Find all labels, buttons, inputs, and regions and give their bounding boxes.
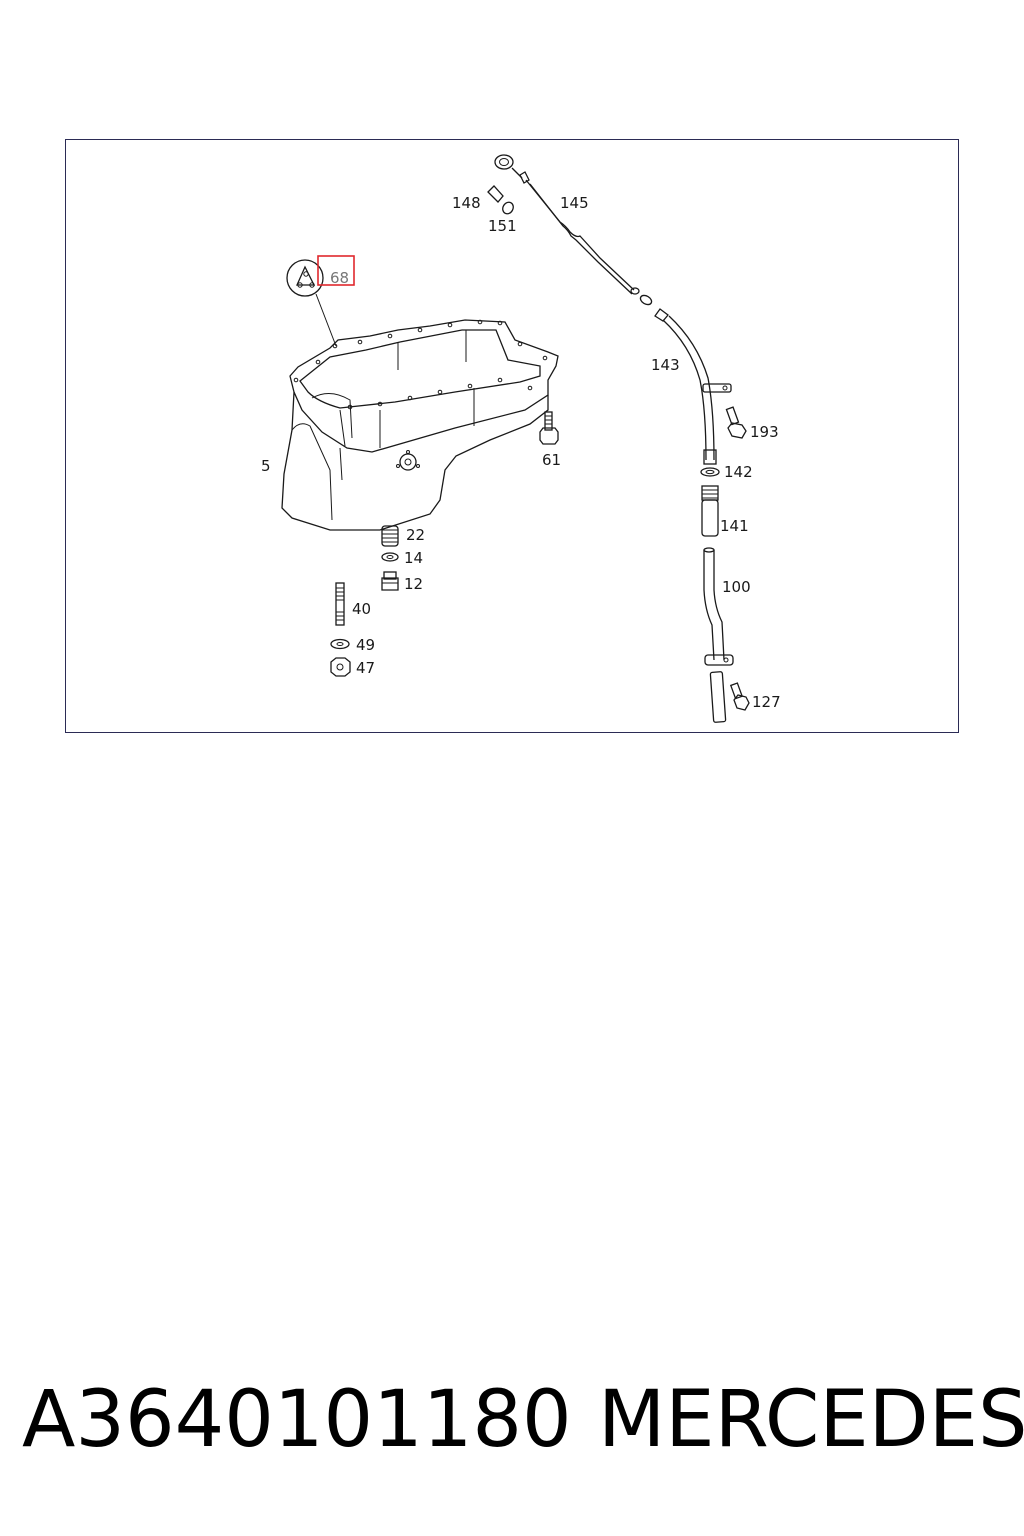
part-number: A3640101180 <box>22 1375 572 1465</box>
callout-12: 12 <box>404 575 423 593</box>
callout-5: 5 <box>261 457 271 475</box>
callout-145: 145 <box>560 194 589 212</box>
callout-151: 151 <box>488 217 517 235</box>
bolt-127-drawing <box>729 682 750 711</box>
drain-plug-stack-drawing <box>381 525 399 591</box>
flange-holes <box>293 319 548 410</box>
callout-193: 193 <box>750 423 779 441</box>
callout-143: 143 <box>651 356 680 374</box>
footer: A3640101180 MERCEDES <box>0 1365 1024 1475</box>
callout-141: 141 <box>720 517 749 535</box>
callout-61: 61 <box>542 451 561 469</box>
connector-drawing <box>701 485 719 537</box>
dipstick-drawing <box>487 154 640 295</box>
callout-47: 47 <box>356 659 375 677</box>
callout-68: 68 <box>330 269 349 287</box>
lower-tube-drawing <box>703 547 734 723</box>
callout-142: 142 <box>724 463 753 481</box>
callout-68-highlight-box <box>317 255 355 286</box>
cover-plate-drawing <box>286 259 337 347</box>
callout-22: 22 <box>406 526 425 544</box>
parts-diagram: 5 12 14 22 40 49 47 61 68 100 127 141 14… <box>261 154 781 723</box>
callout-40: 40 <box>352 600 371 618</box>
stud-assembly-drawing <box>330 582 351 677</box>
callout-127: 127 <box>752 693 781 711</box>
seal-ring-drawing <box>700 467 720 477</box>
brand-name: MERCEDES <box>598 1375 1024 1465</box>
diagram-frame <box>65 139 959 733</box>
callout-14: 14 <box>404 549 423 567</box>
oil-pan-drawing <box>281 319 559 531</box>
bolt-193-drawing <box>725 406 747 439</box>
callout-100: 100 <box>722 578 751 596</box>
callout-49: 49 <box>356 636 375 654</box>
callout-148: 148 <box>452 194 481 212</box>
bolt-61-drawing <box>539 411 559 445</box>
guide-tube-drawing <box>639 294 732 465</box>
